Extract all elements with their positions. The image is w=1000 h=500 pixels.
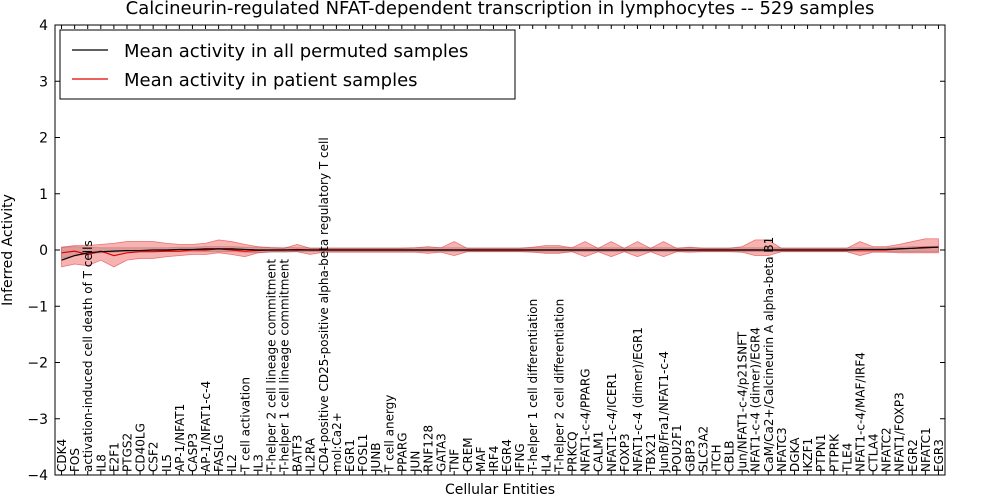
x-tick-label: CASP3 <box>186 433 200 472</box>
x-tick-label: T-helper 2 cell differentiation <box>552 299 566 473</box>
y-tick-label: 1 <box>39 187 48 203</box>
legend-label-permuted: Mean activity in all permuted samples <box>124 41 468 62</box>
x-tick-label: CD40LG <box>134 423 148 472</box>
y-tick-label: 4 <box>39 18 48 34</box>
y-axis: −4 −3 −2 −1 0 1 2 3 4 <box>27 18 945 484</box>
x-tick-label: T cell activation <box>238 377 252 473</box>
x-tick-label: NFATC3 <box>775 427 789 472</box>
x-tick-label: PRKCQ <box>565 431 579 472</box>
y-axis-label: Inferred Activity <box>0 194 16 306</box>
x-tick-label: TLE4 <box>840 443 854 473</box>
x-tick-label: GBP3 <box>683 440 697 472</box>
x-tick-label: E2F1 <box>107 442 121 472</box>
x-tick-label: mol:Ca2+ <box>330 412 344 472</box>
x-tick-label: Jun/NFAT1-c-4/p21SNFT <box>736 331 750 473</box>
x-tick-label: PTPN1 <box>814 434 828 472</box>
x-tick-label: NFAT1-c-4/ICER1 <box>605 373 619 472</box>
x-tick-label: IL4 <box>539 454 553 472</box>
x-tick-label: IL2 <box>225 454 239 472</box>
x-tick-label: TBX21 <box>644 433 658 473</box>
x-tick-label: AP-1/NFAT1-c-4 <box>199 381 213 472</box>
band-patient <box>61 238 939 268</box>
x-tick-label: CDK4 <box>55 439 69 472</box>
x-tick-label: SLC3A2 <box>696 426 710 472</box>
x-tick-label: NFAT1-c-4/MAF/IRF4 <box>853 352 867 472</box>
x-tick-label: GATA3 <box>435 433 449 472</box>
x-tick-label: TNF <box>448 449 462 473</box>
x-tick-label: NFAT1-c-4 (dimer)/EGR4 <box>749 327 763 472</box>
x-tick-label: EGR4 <box>500 439 514 472</box>
x-tick-label: CBLB <box>723 440 737 472</box>
x-tick-label: CSF2 <box>147 441 161 472</box>
y-tick-label: −1 <box>27 299 48 315</box>
legend-box <box>59 29 516 100</box>
x-tick-label: T-helper 2 cell lineage commitment <box>264 259 278 473</box>
x-tick-label: NFATC1 <box>919 427 933 472</box>
x-tick-label: FOS <box>68 448 82 472</box>
x-tick-label: POU2F1 <box>670 424 684 472</box>
y-tick-label: −3 <box>27 412 48 428</box>
x-tick-label: MAF <box>474 446 488 472</box>
x-tick-label: EGR1 <box>343 439 357 472</box>
x-tick-label: NFAT1-c-4 (dimer)/EGR1 <box>631 327 645 472</box>
x-tick-label: ITCH <box>709 444 723 472</box>
x-tick-label: IKZF1 <box>801 438 815 472</box>
x-tick-label: activation-induced cell death of T cells <box>81 240 95 472</box>
line-permuted <box>61 246 939 261</box>
x-tick-label: JUNB <box>369 442 383 473</box>
x-tick-label: CALM1 <box>592 431 606 472</box>
x-tick-label: IRF4 <box>487 446 501 472</box>
y-tick-label: −4 <box>27 468 48 484</box>
chart-title: Calcineurin-regulated NFAT-dependent tra… <box>126 0 875 19</box>
x-tick-label: FOXP3 <box>618 433 632 472</box>
x-tick-label: AP-1/NFAT1 <box>173 404 187 472</box>
y-tick-label: 0 <box>39 243 48 259</box>
x-tick-label: CaM/Ca2+/Calcineurin A alpha-beta B1 <box>762 237 776 472</box>
x-tick-label: EGR2 <box>906 439 920 472</box>
x-tick-label: FASLG <box>212 434 226 472</box>
x-tick-label: DGKA <box>788 437 802 472</box>
x-tick-label: BATF3 <box>291 435 305 472</box>
x-tick-label: T cell anergy <box>382 395 396 473</box>
x-axis-label: Cellular Entities <box>445 482 555 498</box>
x-tick-label: FOSL1 <box>356 434 370 472</box>
series-lines <box>61 246 939 261</box>
y-tick-label: −2 <box>27 356 48 372</box>
x-tick-label: T-helper 1 cell differentiation <box>526 299 540 473</box>
x-tick-label: NFATC2 <box>880 427 894 472</box>
x-tick-label: NFAT1/FOXP3 <box>893 392 907 472</box>
y-tick-label: 3 <box>39 74 48 90</box>
x-tick-label: NFAT1-c-4/PPARG <box>579 368 593 472</box>
y-tick-label: 2 <box>39 131 48 147</box>
x-tick-label: PTPRK <box>827 433 841 472</box>
x-tick-label: IFNG <box>513 443 527 472</box>
confidence-bands <box>61 238 939 268</box>
legend-label-patient: Mean activity in patient samples <box>124 70 418 91</box>
x-tick-label: JunB/Fra1/NFAT1-c-4 <box>657 351 671 473</box>
x-tick-label: CTLA4 <box>867 433 881 472</box>
x-tick-label: PPARG <box>395 432 409 472</box>
x-axis-ticks <box>61 25 939 475</box>
x-tick-label: T-helper 1 cell lineage commitment <box>278 259 292 473</box>
x-tick-label: CD4-positive CD25-positive alpha-beta re… <box>317 137 331 472</box>
x-tick-label: IL3 <box>251 454 265 472</box>
x-tick-label: RNF128 <box>422 425 436 472</box>
x-tick-label: CREM <box>461 437 475 472</box>
band-permuted <box>61 245 939 259</box>
x-tick-label: PTGS2 <box>120 433 134 472</box>
x-tick-label: IL5 <box>160 454 174 472</box>
x-tick-label: IL2RA <box>304 437 318 472</box>
x-tick-label: JUN <box>408 451 422 473</box>
legend: Mean activity in all permuted samples Me… <box>59 29 516 100</box>
x-tick-label: EGR3 <box>932 439 946 472</box>
x-tick-label: IL8 <box>94 454 108 472</box>
